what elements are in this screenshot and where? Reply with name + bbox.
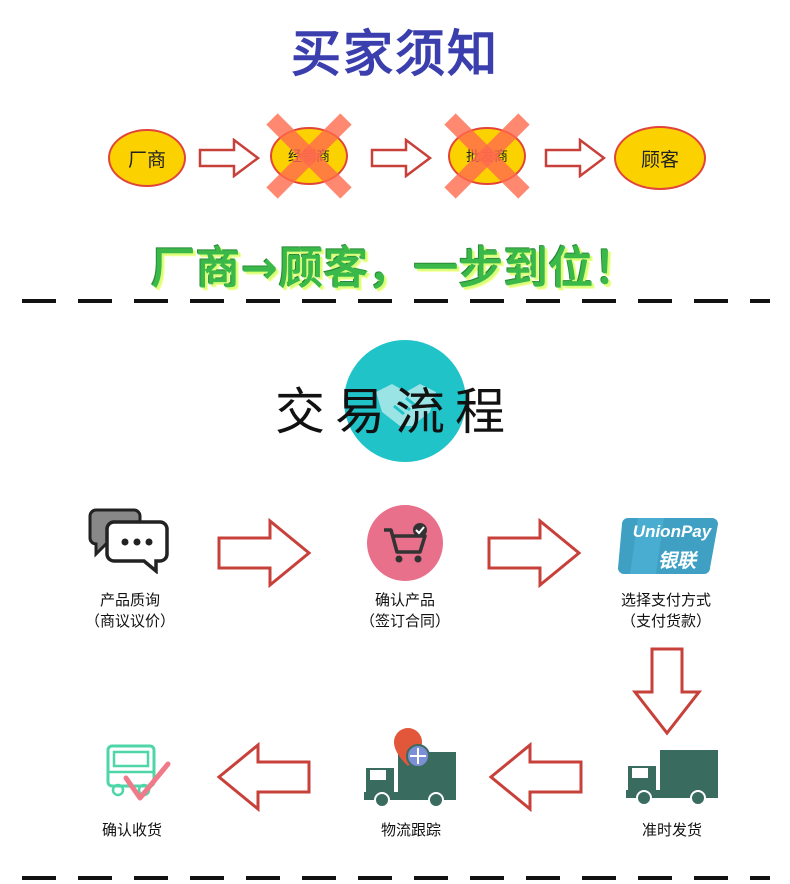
arrow-right-icon (198, 138, 260, 178)
arrow-right-icon (487, 518, 582, 588)
step-6-title: 确认收货 (101, 821, 162, 839)
chat-bubbles-icon (88, 508, 169, 574)
arrow-right-icon (370, 138, 432, 178)
shopping-cart-icon (367, 505, 443, 581)
unionpay-text: UnionPay (632, 522, 712, 541)
arrow-right-icon (544, 138, 606, 178)
step-6-label: 确认收货 (52, 820, 212, 841)
unionpay-chinese: 银联 (657, 550, 696, 572)
step-3-subtitle: （支付货款） (620, 612, 711, 630)
step-2-title: 确认产品 (374, 591, 435, 609)
flow-title: 交易流程 (275, 383, 515, 441)
page-title: 买家须知 (291, 25, 499, 83)
step-2-label: 确认产品 （签订合同） (325, 590, 485, 632)
truck-icon (626, 750, 718, 806)
step-4-title: 准时发货 (641, 821, 702, 839)
step-5-label: 物流跟踪 (331, 820, 491, 841)
step-1-title: 产品质询 (99, 591, 160, 609)
arrow-left-icon (216, 742, 311, 812)
wholesaler-group: 批发商 (440, 113, 534, 199)
customer-label: 顾客 (640, 148, 679, 171)
manufacturer-label: 厂商 (127, 148, 166, 171)
cross-mark-icon (266, 113, 352, 199)
slogan: 厂商→顾客，一步到位！ (151, 243, 639, 294)
step-1-subtitle: （商议议价） (84, 612, 175, 630)
step-1-label: 产品质询 （商议议价） (50, 590, 210, 632)
manufacturer-oval: 厂商 (108, 129, 186, 187)
distributor-group: 经销商 (262, 113, 356, 199)
truck-location-icon (364, 728, 456, 808)
arrow-right-icon (217, 518, 312, 588)
customer-oval: 顾客 (614, 126, 706, 190)
dashed-divider (22, 876, 770, 880)
cross-mark-icon (444, 113, 530, 199)
arrow-left-icon (488, 742, 583, 812)
arrow-down-icon (632, 647, 702, 736)
dashed-divider (22, 299, 770, 303)
step-4-label: 准时发货 (592, 820, 752, 841)
step-3-label: 选择支付方式 （支付货款） (586, 590, 746, 632)
truck-check-icon (106, 744, 171, 801)
unionpay-icon: UnionPay 银联 (618, 516, 720, 576)
step-2-subtitle: （签订合同） (359, 612, 450, 630)
step-5-title: 物流跟踪 (380, 821, 441, 839)
handshake-icon (376, 384, 436, 426)
step-3-title: 选择支付方式 (620, 591, 711, 609)
